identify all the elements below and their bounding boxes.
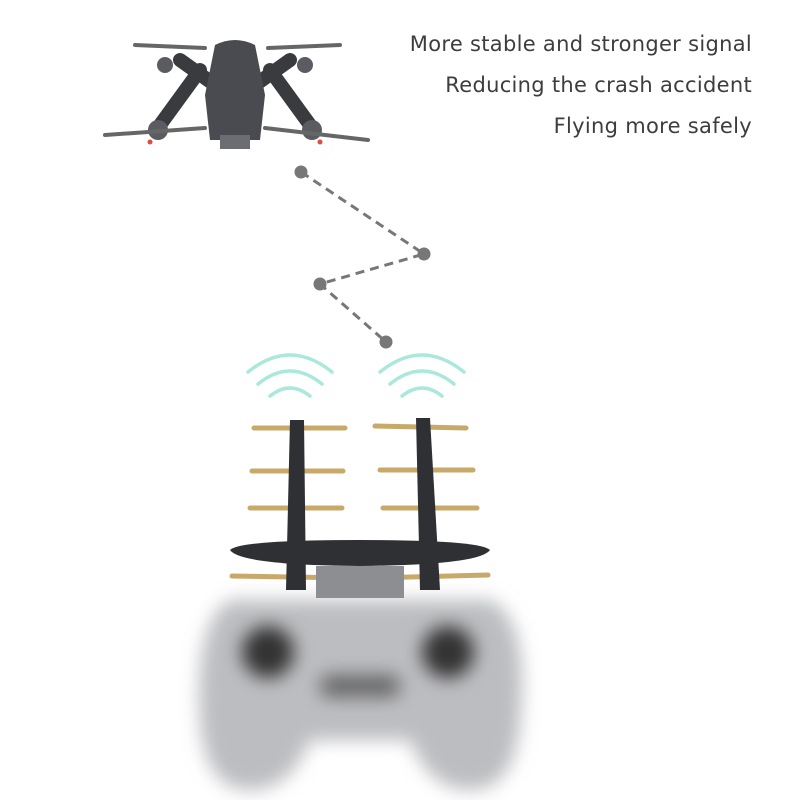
tagline-crash: Reducing the crash accident	[445, 73, 752, 97]
tagline-safety: Flying more safely	[553, 114, 752, 138]
signal-wave-icon	[378, 353, 466, 398]
signal-wave-icon	[246, 353, 334, 398]
antenna-booster-image	[229, 418, 491, 598]
remote-controller-image	[199, 600, 522, 790]
drone-image	[103, 40, 370, 149]
signal-path	[294, 165, 431, 349]
tagline-signal: More stable and stronger signal	[409, 32, 752, 56]
